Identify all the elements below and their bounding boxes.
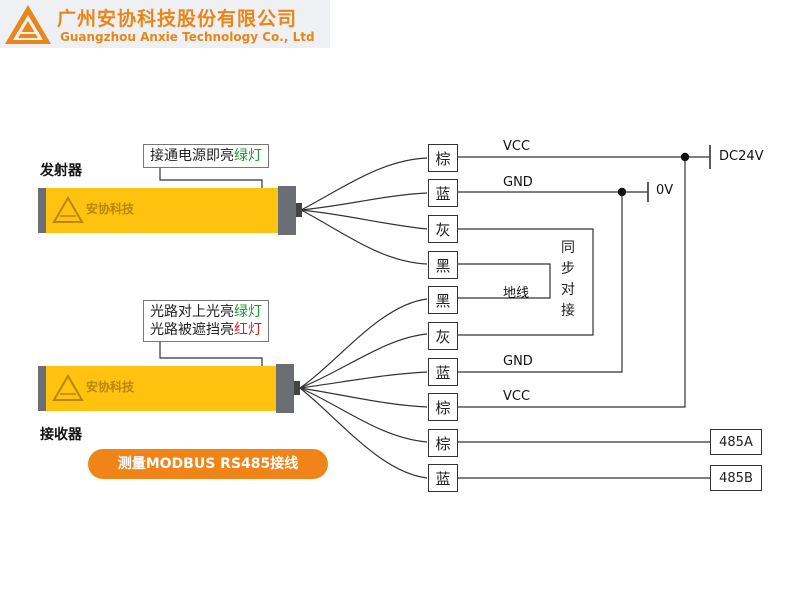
- rs485a-box: 485A: [710, 429, 762, 455]
- emitter-vcc-label: VCC: [503, 139, 531, 154]
- emitter-note-text: 接通电源即亮: [150, 148, 234, 164]
- emitter-wire-black: 黑: [428, 251, 458, 279]
- gnd-junction-dot: [617, 187, 627, 197]
- ground-wire-label: 地线: [503, 286, 530, 301]
- receiver-wire-brown-485a: 棕: [428, 429, 458, 457]
- emitter-note: 接通电源即亮绿灯: [143, 144, 269, 168]
- receiver-wire-grey: 灰: [428, 322, 458, 350]
- receiver-vcc-label: VCC: [503, 389, 531, 404]
- receiver-gnd-label: GND: [503, 354, 533, 369]
- receiver-wire-brown: 棕: [428, 393, 458, 421]
- receiver-note-line1: 光路对上光亮: [150, 304, 234, 320]
- sync-label: 同 步 对 接: [558, 238, 578, 322]
- emitter-wire-blue: 蓝: [428, 179, 458, 207]
- sync-char-2: 步: [561, 261, 575, 277]
- receiver-note-red: 红灯: [234, 322, 262, 338]
- receiver-note-green: 绿灯: [234, 304, 262, 320]
- emitter-wire-brown: 棕: [428, 144, 458, 172]
- emitter-bar: [38, 186, 302, 235]
- company-logo-icon: [5, 5, 51, 44]
- header-bar: 广州安协科技股份有限公司 Guangzhou Anxie Technology …: [0, 0, 330, 48]
- emitter-note-green: 绿灯: [234, 148, 262, 164]
- vcc-junction-dot: [680, 152, 690, 162]
- zero-volt-label: 0V: [656, 183, 674, 198]
- receiver-bar: [38, 364, 300, 413]
- receiver-wire-blue: 蓝: [428, 358, 458, 386]
- receiver-note-line2: 光路被遮挡亮: [150, 322, 234, 338]
- dc24v-label: DC24V: [719, 149, 764, 164]
- receiver-label: 接收器: [40, 427, 82, 443]
- modbus-banner: 测量MODBUS RS485接线: [88, 449, 328, 479]
- sync-char-1: 同: [561, 240, 575, 256]
- emitter-wire-grey: 灰: [428, 215, 458, 243]
- rs485b-box: 485B: [710, 465, 762, 491]
- company-name-cn: 广州安协科技股份有限公司: [57, 8, 298, 30]
- sync-char-3: 对: [561, 282, 575, 298]
- receiver-note: 光路对上光亮绿灯 光路被遮挡亮红灯: [143, 300, 269, 342]
- company-name-en: Guangzhou Anxie Technology Co., Ltd: [60, 30, 315, 44]
- receiver-wire-blue-485b: 蓝: [428, 464, 458, 492]
- receiver-bar-text: 安协科技: [86, 380, 135, 394]
- sync-char-4: 接: [561, 303, 575, 319]
- emitter-bar-text: 安协科技: [86, 202, 135, 216]
- receiver-wire-black: 黑: [428, 286, 458, 314]
- emitter-gnd-label: GND: [503, 175, 533, 190]
- emitter-label: 发射器: [40, 163, 82, 179]
